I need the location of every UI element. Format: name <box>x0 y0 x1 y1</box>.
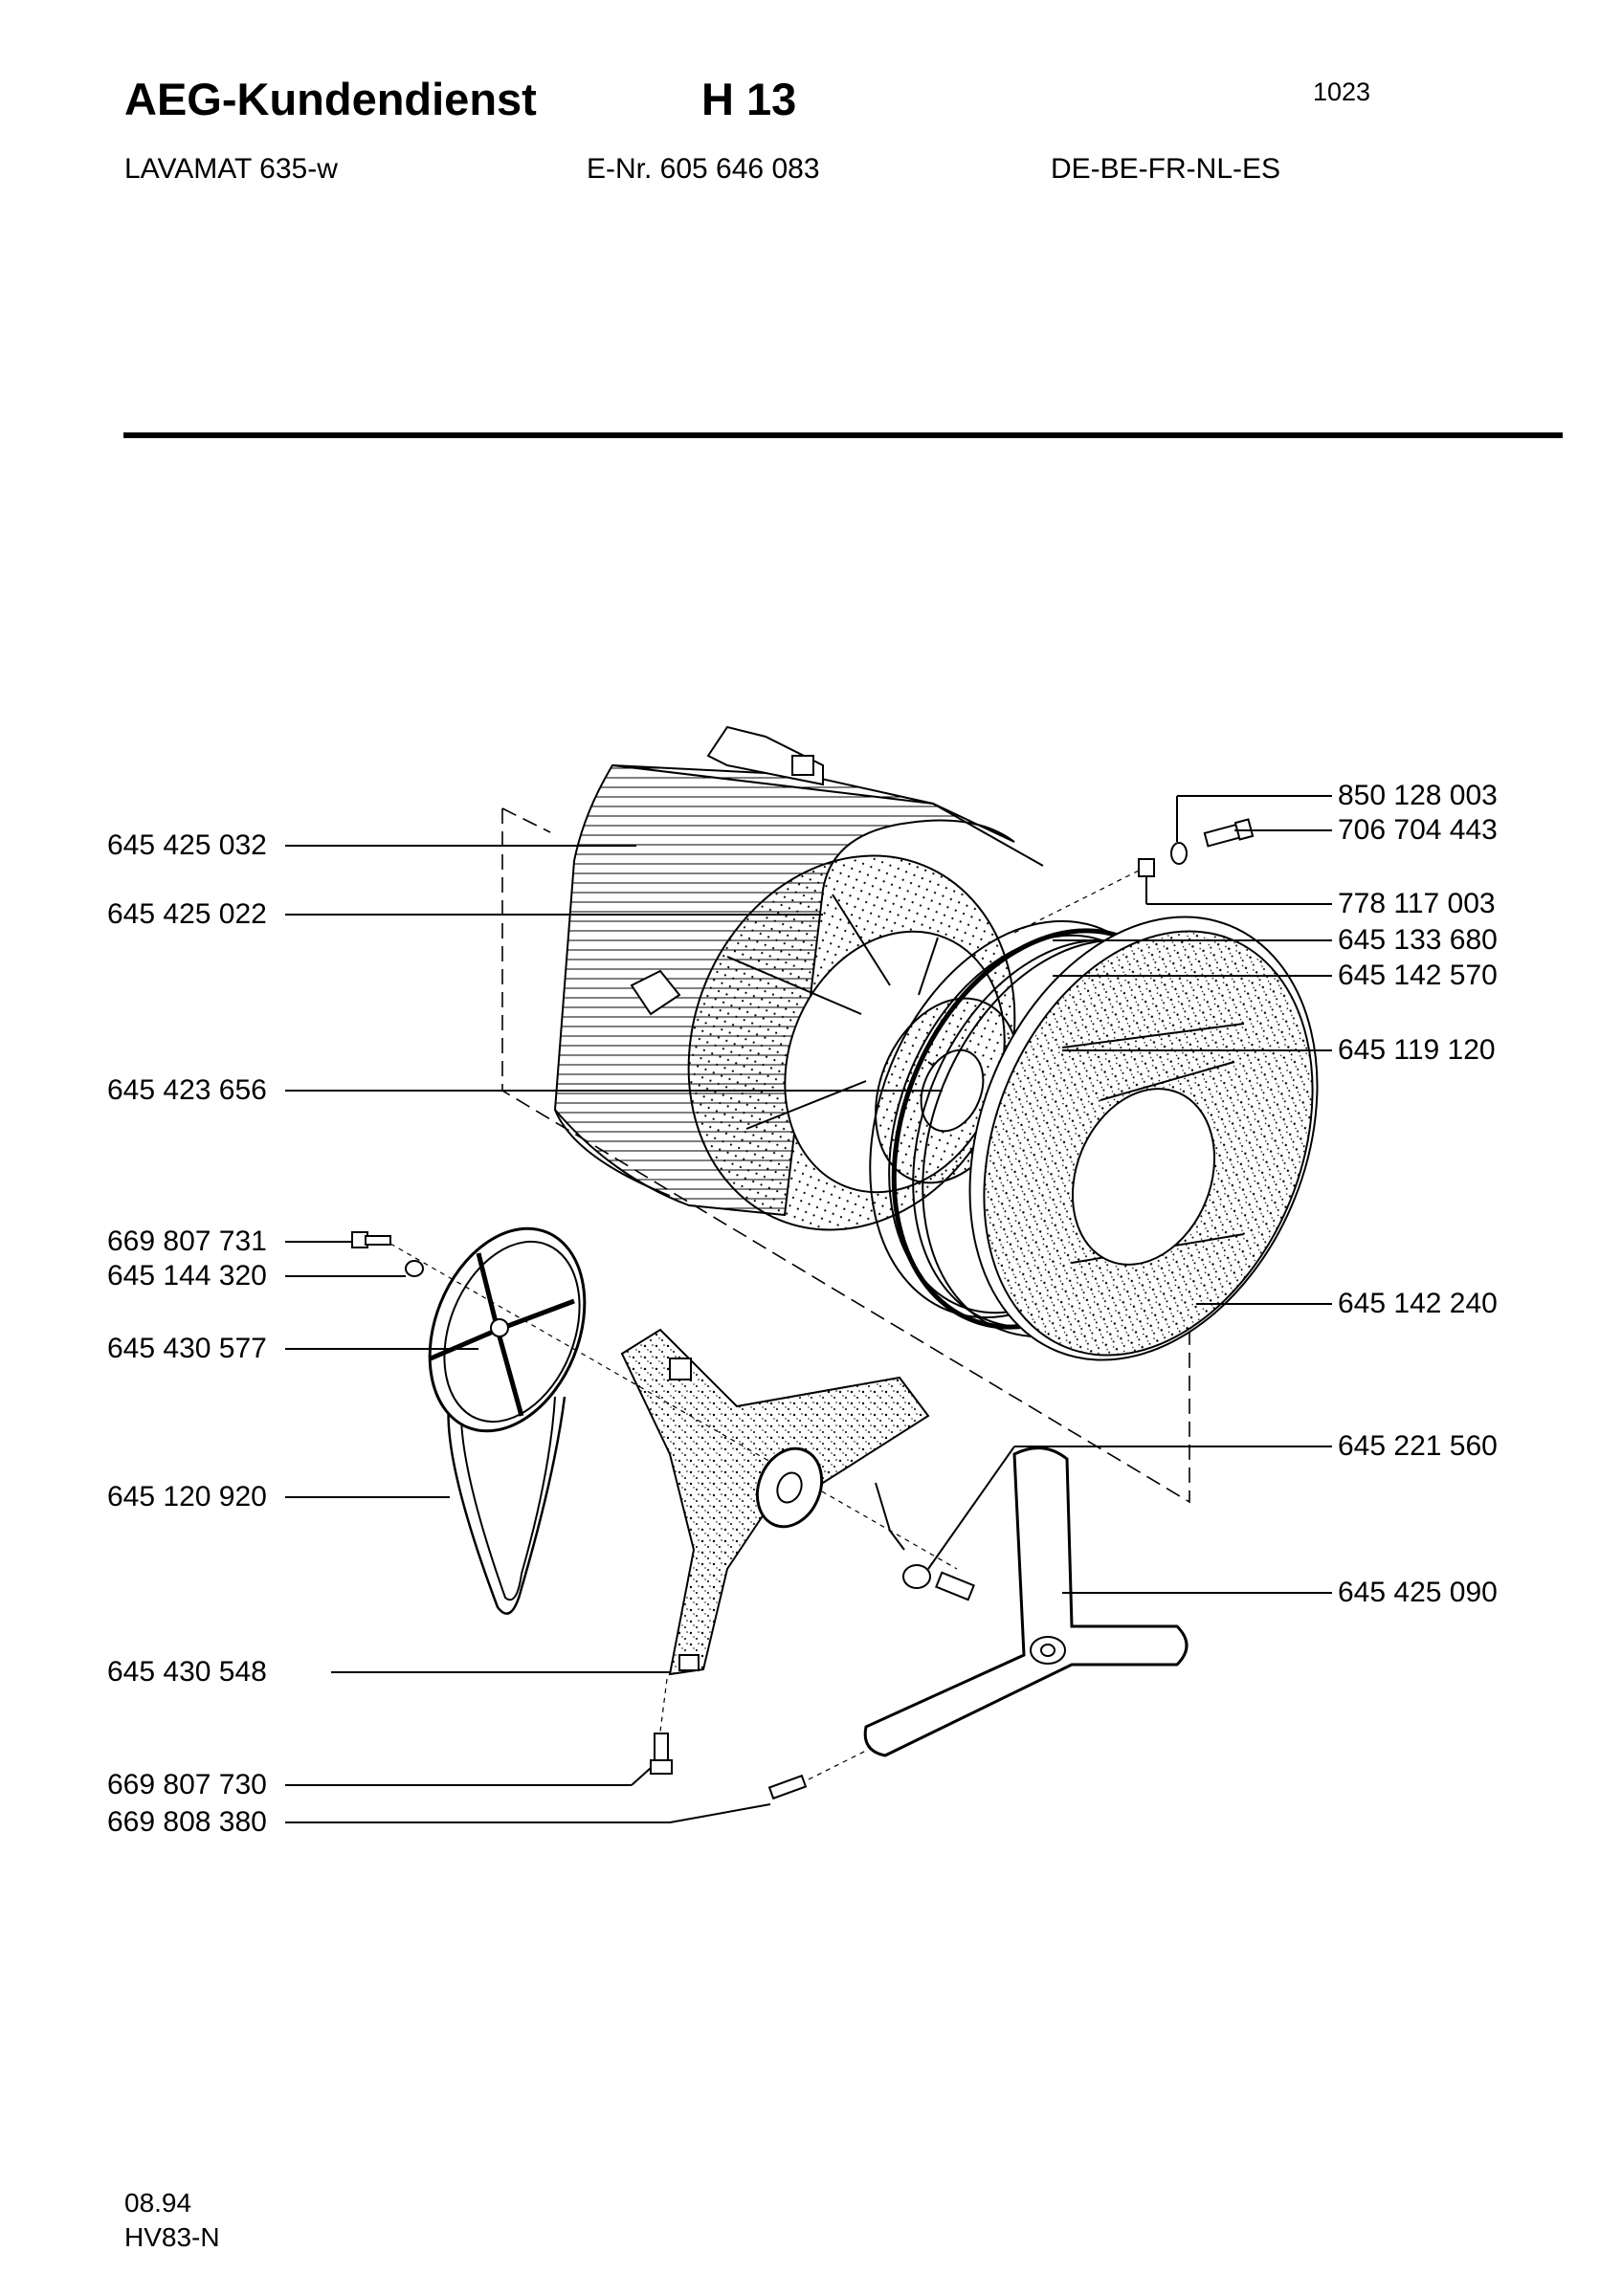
footer-date: 08.94 <box>124 2188 192 2218</box>
model-name: LAVAMAT 635-w <box>124 153 338 185</box>
counterweight <box>983 930 1314 1357</box>
header-rule <box>123 432 1563 438</box>
part-label: 645 425 090 <box>1338 1577 1498 1608</box>
part-label: 645 144 320 <box>107 1260 267 1292</box>
part-label: 669 807 730 <box>107 1769 267 1800</box>
drum-spider <box>863 1446 1189 1757</box>
part-label: 706 704 443 <box>1338 814 1498 846</box>
drive-belt <box>447 1396 567 1615</box>
bushing <box>902 1564 975 1601</box>
belt-pulley <box>428 1226 587 1433</box>
part-label: 669 807 731 <box>107 1225 267 1257</box>
part-label: 669 808 380 <box>107 1806 267 1838</box>
part-label: 645 221 560 <box>1338 1430 1498 1462</box>
bearing-bracket <box>620 1328 930 1676</box>
country-codes: DE-BE-FR-NL-ES <box>1051 153 1281 185</box>
document-title: AEG-Kundendienst <box>124 74 537 124</box>
part-label: 645 425 022 <box>107 898 267 930</box>
part-label: 645 120 920 <box>107 1481 267 1512</box>
part-label: 645 133 680 <box>1338 924 1498 956</box>
part-label: 645 423 656 <box>107 1074 267 1106</box>
part-label: 645 119 120 <box>1338 1034 1496 1066</box>
part-label: 645 430 548 <box>107 1656 267 1688</box>
part-label: 645 425 032 <box>107 829 267 861</box>
enr-number: E-Nr. 605 646 083 <box>587 153 820 185</box>
footer-code: HV83-N <box>124 2222 220 2252</box>
bottom-screws <box>650 1678 867 1800</box>
diagram-code: H 13 <box>701 74 797 124</box>
leader-lines <box>285 795 1332 1823</box>
part-label: 778 117 003 <box>1338 888 1496 919</box>
part-label: 645 142 240 <box>1338 1288 1498 1319</box>
fastener-set-top <box>1013 818 1255 934</box>
part-label: 850 128 003 <box>1338 780 1498 811</box>
page-number: 1023 <box>1313 77 1371 106</box>
part-label: 645 430 577 <box>107 1333 267 1364</box>
part-label: 645 142 570 <box>1338 960 1498 991</box>
